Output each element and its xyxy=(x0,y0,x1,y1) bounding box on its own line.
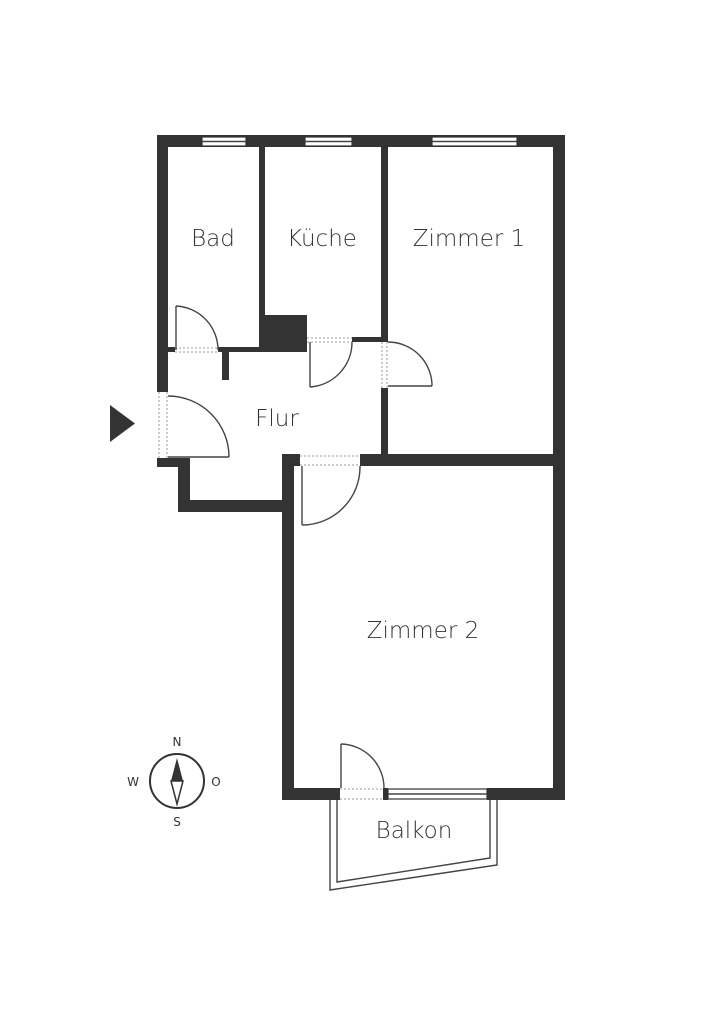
compass-south: S xyxy=(173,815,181,829)
room-label-balkon: Balkon xyxy=(376,818,453,844)
bad-kueche-wall xyxy=(259,147,265,352)
kueche-zimmer1-wall xyxy=(381,147,388,342)
doors xyxy=(158,305,433,800)
left-wall-upper xyxy=(157,135,168,392)
left-wall-lower xyxy=(178,458,190,512)
room-label-zimmer2: Zimmer 2 xyxy=(367,618,480,644)
window-kueche xyxy=(304,136,353,147)
room-label-zimmer1: Zimmer 1 xyxy=(413,226,526,252)
entrance-arrow-icon xyxy=(110,405,135,442)
window-bad xyxy=(201,136,247,147)
windows xyxy=(201,136,518,800)
door-balkon xyxy=(340,743,385,800)
zimmer2-bottom-stub xyxy=(383,788,388,800)
walls xyxy=(157,135,565,800)
room-label-flur: Flur xyxy=(255,406,299,432)
window-zimmer2 xyxy=(387,788,488,800)
door-kueche xyxy=(307,337,353,388)
right-wall xyxy=(553,135,565,800)
bad-bottom-wall xyxy=(218,347,262,352)
bad-bottom-stub xyxy=(168,347,175,352)
zimmer1-bottom-wall xyxy=(360,454,565,466)
room-label-bad: Bad xyxy=(191,226,235,252)
compass-north: N xyxy=(173,735,182,749)
zimmer2-bottom-wall-left xyxy=(282,788,340,800)
zimmer2-left-wall xyxy=(282,454,294,800)
compass-east: O xyxy=(211,775,220,789)
compass-west: W xyxy=(127,775,139,789)
kueche-bottom-wall xyxy=(352,337,388,342)
balcony-railing xyxy=(329,800,498,891)
compass-icon: N S W O xyxy=(127,735,221,829)
bad-wall-stub xyxy=(222,352,229,380)
door-bad xyxy=(175,305,219,353)
chimney xyxy=(262,315,307,352)
flur-bottom-wall xyxy=(178,500,294,512)
room-label-kueche: Küche xyxy=(287,226,357,252)
door-entrance xyxy=(158,392,230,458)
door-zimmer1 xyxy=(381,341,433,388)
zimmer2-bottom-wall-right xyxy=(487,788,565,800)
room-labels: Bad Küche Zimmer 1 Flur Zimmer 2 Balkon xyxy=(191,226,525,844)
window-zimmer1 xyxy=(431,136,518,147)
door-zimmer2 xyxy=(300,455,361,526)
left-wall-stub xyxy=(157,458,190,467)
flur-zimmer1-wall xyxy=(381,388,388,460)
